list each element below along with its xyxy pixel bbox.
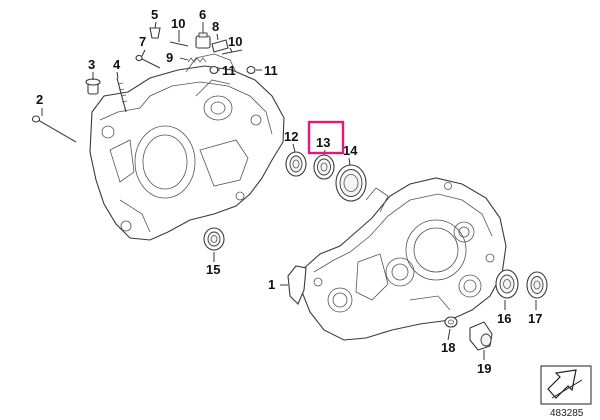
seal-16 [495, 269, 519, 299]
callout-19: 19 [477, 361, 491, 376]
washer-18 [444, 316, 458, 328]
selected-part-highlight [307, 120, 345, 155]
callout-15: 15 [206, 262, 220, 277]
spring-9 [187, 57, 207, 63]
seal-17 [526, 271, 548, 299]
callout-3: 3 [88, 57, 95, 72]
callout-16: 16 [497, 311, 511, 326]
document-number: 483285 [550, 408, 584, 419]
stud-4 [116, 77, 128, 113]
bolt-7 [135, 54, 161, 69]
callout-17: 17 [528, 311, 542, 326]
seal-13 [313, 154, 335, 180]
oring-11-left [209, 65, 219, 75]
callout-13: 13 [316, 135, 330, 150]
plug-5 [149, 27, 161, 39]
callout-12: 12 [284, 129, 298, 144]
plug-6 [195, 32, 211, 49]
gasket-1 [287, 265, 307, 305]
callout-11-left: 11 [222, 63, 236, 78]
callout-10-left: 10 [171, 16, 185, 31]
oring-11-right [246, 65, 256, 75]
plug-19 [469, 321, 493, 351]
callout-7: 7 [139, 34, 146, 49]
callout-1: 1 [268, 277, 275, 292]
callout-2: 2 [36, 92, 43, 107]
seal-15 [203, 227, 225, 251]
callout-11-right: 11 [264, 63, 278, 78]
callout-labels: 1 2 3 4 5 6 7 8 9 10 10 11 11 12 13 14 1… [36, 7, 542, 376]
seal-12 [285, 151, 307, 177]
callout-6: 6 [199, 7, 206, 22]
pin-10-left [169, 41, 189, 47]
right-crankcase-half [301, 177, 507, 341]
screw-8 [211, 39, 229, 53]
callout-14: 14 [343, 143, 358, 158]
callout-5: 5 [151, 7, 158, 22]
callout-18: 18 [441, 340, 455, 355]
left-crankcase-half [89, 53, 285, 241]
callout-9: 9 [166, 50, 173, 65]
callout-8: 8 [212, 19, 219, 34]
callout-4: 4 [113, 57, 121, 72]
plug-3 [85, 78, 101, 95]
leader-lines [41, 21, 537, 360]
callout-10-right: 10 [228, 34, 242, 49]
arrow-icon [540, 365, 592, 405]
bolt-2 [31, 115, 77, 143]
bearing-14 [335, 164, 367, 202]
